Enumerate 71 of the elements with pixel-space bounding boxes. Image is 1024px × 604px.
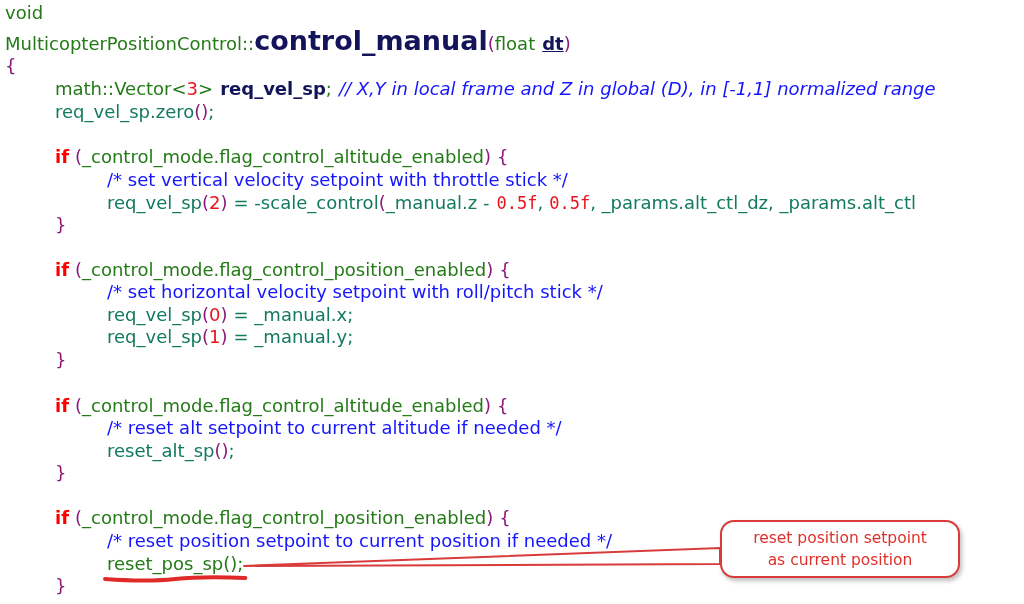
code-punctuation: ) — [220, 192, 228, 214]
code-text: float — [494, 33, 536, 55]
code-punctuation: ) — [486, 259, 494, 281]
code-comment: /* reset position setpoint to current position if needed */ — [107, 530, 613, 552]
code-comment: /* reset alt setpoint to current altitude if needed */ — [107, 417, 562, 439]
code-number: 0.5f — [496, 192, 538, 214]
code-text: ; — [325, 78, 332, 100]
code-punctuation: { — [496, 146, 509, 168]
code-identifier: req_vel_sp — [220, 78, 326, 100]
code-text: ; — [208, 101, 215, 123]
code-comment: // X,Y in local frame and Z in global (D), in [-1,1] normalized range — [338, 78, 936, 100]
code-keyword: if — [55, 395, 69, 417]
code-text: , _params.alt_ctl_dz, _params.alt_ctl — [590, 192, 916, 214]
code-punctuation: ( — [202, 192, 210, 214]
code-number: 2 — [209, 192, 221, 214]
code-keyword: if — [55, 259, 69, 281]
code-punctuation: { — [499, 507, 511, 529]
code-text: reset_alt_sp — [107, 440, 215, 462]
code-number: 3 — [186, 78, 199, 100]
code-punctuation: { — [499, 259, 511, 281]
code-punctuation: } — [55, 214, 67, 236]
code-text: req_vel_sp — [107, 326, 203, 348]
code-punctuation: () — [214, 440, 229, 461]
code-text: req_vel_sp — [107, 192, 203, 214]
code-comment: /* set vertical velocity setpoint with throttle stick */ — [107, 169, 568, 191]
code-punctuation: ) — [563, 33, 571, 55]
code-punctuation: ( — [75, 146, 83, 167]
code-punctuation: } — [55, 462, 67, 484]
code-identifier: dt — [542, 33, 564, 55]
code-comment: /* set horizontal velocity setpoint with roll/pitch stick */ — [107, 281, 603, 303]
code-number: 0 — [209, 304, 221, 326]
function-call: reset_pos_sp(); — [107, 553, 244, 575]
code-text: math::Vector< — [55, 78, 187, 100]
code-number: 1 — [209, 326, 221, 348]
code-punctuation: ) — [483, 146, 491, 168]
code-text: _control_mode.flag_control_position_enabled — [82, 259, 487, 281]
code-punctuation: ( — [202, 304, 210, 326]
code-punctuation: ) — [486, 507, 494, 529]
code-number: 0.5f — [549, 192, 591, 214]
code-punctuation: ( — [378, 192, 386, 213]
code-text: = -scale_control — [233, 192, 379, 214]
code-punctuation: { — [496, 395, 509, 417]
code-punctuation: ) — [220, 304, 228, 326]
code-punctuation: ( — [75, 259, 83, 280]
callout-bubble: reset position setpoint as current position — [720, 520, 960, 578]
code-punctuation: } — [55, 349, 67, 371]
code-text: = _manual.x; — [233, 304, 354, 326]
code-text: MulticopterPositionControl:: — [5, 33, 255, 55]
callout-tail — [242, 546, 721, 567]
code-text: , — [537, 192, 544, 214]
code-text: > — [198, 78, 214, 100]
code-punctuation: () — [194, 101, 209, 122]
code-text: _control_mode.flag_control_altitude_enabled — [82, 146, 484, 168]
code-text: _manual.z - — [385, 192, 490, 214]
code-punctuation: } — [55, 575, 67, 597]
code-keyword: if — [55, 507, 69, 529]
code-text: _control_mode.flag_control_position_enabled — [82, 507, 487, 529]
code-text: = _manual.y; — [233, 326, 354, 348]
code-punctuation: ) — [220, 326, 228, 348]
code-text: req_vel_sp — [107, 304, 203, 326]
code-punctuation: ( — [487, 33, 495, 55]
code-text: ; — [228, 440, 235, 462]
code-text: _control_mode.flag_control_altitude_enabled — [82, 395, 484, 417]
code-keyword: if — [55, 146, 69, 168]
code-punctuation: { — [5, 55, 17, 77]
code-punctuation: ) — [483, 395, 491, 417]
code-punctuation: ( — [202, 326, 210, 348]
code-text: req_vel_sp.zero — [55, 101, 195, 123]
code-punctuation: ( — [75, 395, 83, 416]
code-text: void — [5, 2, 44, 24]
code-punctuation: ( — [75, 507, 83, 528]
